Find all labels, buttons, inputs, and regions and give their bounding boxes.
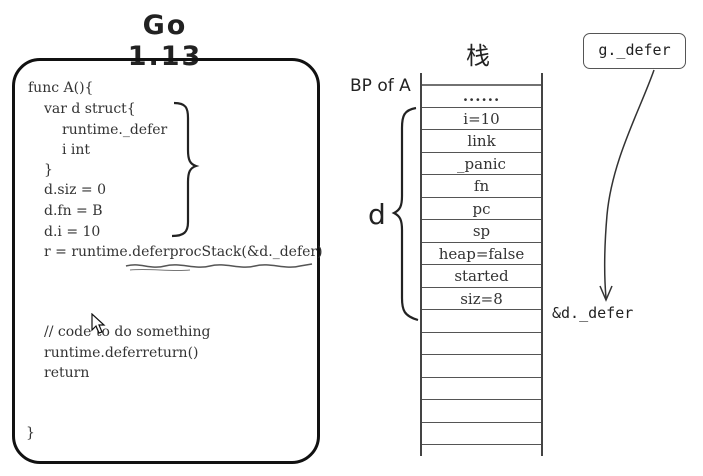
code-line: r = runtime.deferprocStack(&d._defer) [44,244,323,260]
stack-brace [391,106,419,322]
code-panel [12,58,320,464]
stack-row [422,378,541,400]
stack-row: link [422,130,541,153]
diagram-title: Go 1.13 [127,10,203,72]
stack-row [422,333,541,355]
wavy-underline-sub [129,268,191,272]
stack-row: i=10 [422,108,541,130]
g-defer-arrow [603,69,655,299]
code-line: runtime.deferreturn() [44,345,199,361]
code-line: func A(){ [28,80,94,96]
wavy-underline [125,263,313,268]
code-line: // code to do something [44,324,211,340]
stack-column: ...... i=10 link _panic fn pc sp heap=fa… [420,73,543,456]
bp-of-a-label: BP of A [350,76,411,96]
stack-row: pc [422,198,541,220]
stack-row [422,355,541,378]
stack-row: sp [422,220,541,243]
stack-row: _panic [422,153,541,175]
d-struct-label: d [368,198,386,231]
stack-row: fn [422,175,541,198]
stack-row [422,423,541,445]
stack-row: started [422,265,541,288]
code-line: var d struct{ [44,101,136,117]
code-struct-brace [171,101,200,238]
arrow-head-icon [599,285,613,302]
code-line: i int [62,142,91,158]
mouse-cursor-icon [91,313,106,334]
code-line: runtime._defer [62,122,168,138]
code-line: return [44,365,90,381]
stack-row: ...... [422,85,541,108]
stack-title: 栈 [466,42,490,70]
stack-row [422,400,541,423]
stack-row: siz=8 [422,288,541,310]
defer-address-label: &d._defer [552,304,634,322]
code-line: d.fn = B [44,203,103,219]
code-line: d.siz = 0 [44,182,106,198]
stack-row: heap=false [422,243,541,265]
code-line: d.i = 10 [44,224,101,240]
g-defer-box: g._defer [583,33,686,69]
code-line: } [44,162,53,178]
code-line: } [26,425,35,441]
stack-row [422,310,541,333]
